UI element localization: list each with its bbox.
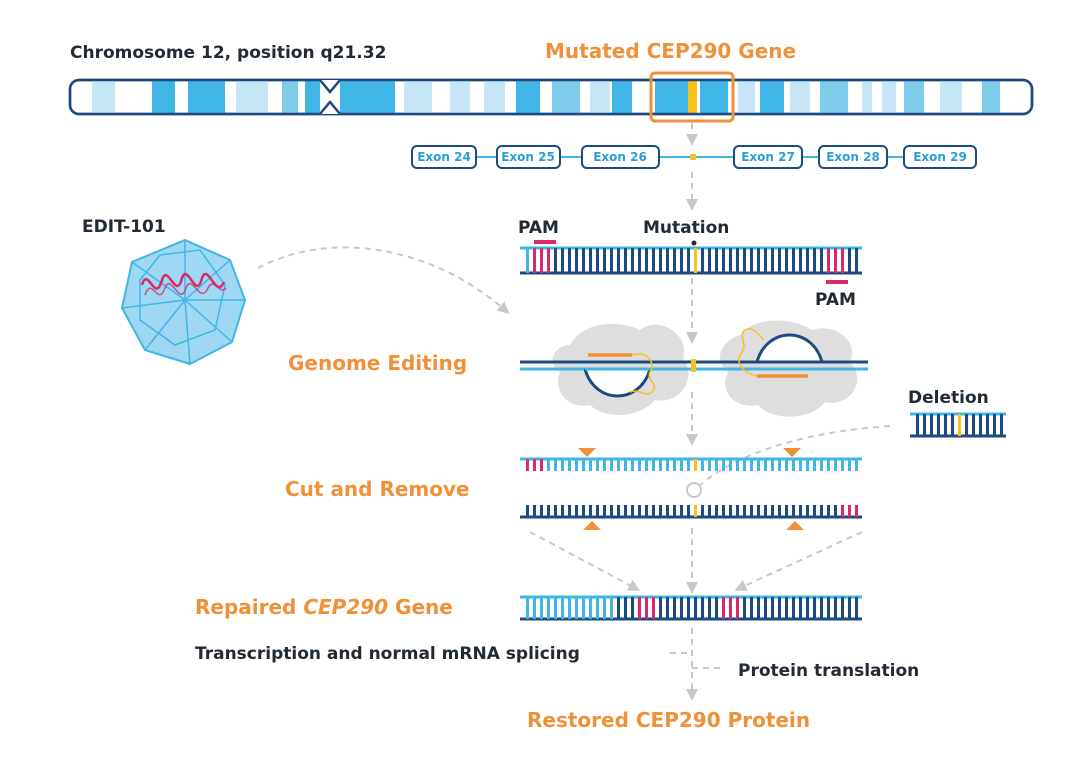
cut-site-marker xyxy=(783,448,801,457)
editing-dna xyxy=(520,328,868,398)
exon-29: Exon 29 xyxy=(903,145,977,169)
edit101-label: EDIT-101 xyxy=(82,217,166,237)
cut-site-marker xyxy=(583,521,601,530)
repaired-dna-strand xyxy=(520,595,862,621)
mutation-label: Mutation xyxy=(643,218,729,238)
svg-text:Exon 25: Exon 25 xyxy=(501,150,555,164)
transcription-label: Transcription and normal mRNA splicing xyxy=(195,644,580,664)
deletion-fragment xyxy=(910,412,1006,438)
exon-row: Exon 24 Exon 25 Exon 26 Exon 27 Exon 28 … xyxy=(411,145,977,169)
restored-protein-label: Restored CEP290 Protein xyxy=(527,708,810,732)
exon-27: Exon 27 xyxy=(733,145,803,169)
repair-arrows xyxy=(529,531,863,591)
exon-24: Exon 24 xyxy=(411,145,477,169)
protein-translation-label: Protein translation xyxy=(738,661,919,681)
svg-text:Exon 27: Exon 27 xyxy=(741,150,795,164)
delivery-arrow xyxy=(257,246,510,314)
mutated-dna-strand xyxy=(520,246,862,275)
cut-remove-label: Cut and Remove xyxy=(285,477,470,501)
genome-editing-label: Genome Editing xyxy=(288,351,467,375)
deletion-arrow xyxy=(699,425,891,486)
exon-28: Exon 28 xyxy=(818,145,888,169)
svg-text:Exon 28: Exon 28 xyxy=(826,150,880,164)
mutated-gene-title: Mutated CEP290 Gene xyxy=(545,39,796,63)
repaired-gene-label: Repaired CEP290 Gene xyxy=(195,595,453,619)
exon-26: Exon 26 xyxy=(581,145,660,169)
exon-25: Exon 25 xyxy=(496,145,561,169)
chromosome-label: Chromosome 12, position q21.32 xyxy=(70,43,386,63)
cut-site-marker xyxy=(786,521,804,530)
cut-strand-top xyxy=(520,457,862,471)
pam-top-label: PAM xyxy=(518,218,559,238)
svg-text:Exon 24: Exon 24 xyxy=(417,150,471,164)
pam-bottom-label: PAM xyxy=(815,290,856,310)
cut-strand-bottom xyxy=(520,505,862,519)
svg-text:Exon 29: Exon 29 xyxy=(913,150,967,164)
cut-site-marker xyxy=(578,448,596,457)
deletion-label: Deletion xyxy=(908,388,989,408)
gene-highlight-box xyxy=(649,71,735,123)
aav-capsid-icon xyxy=(120,238,247,366)
svg-text:Exon 26: Exon 26 xyxy=(593,150,647,164)
chromosome-bar xyxy=(68,78,1034,116)
translation-connector xyxy=(670,652,722,669)
